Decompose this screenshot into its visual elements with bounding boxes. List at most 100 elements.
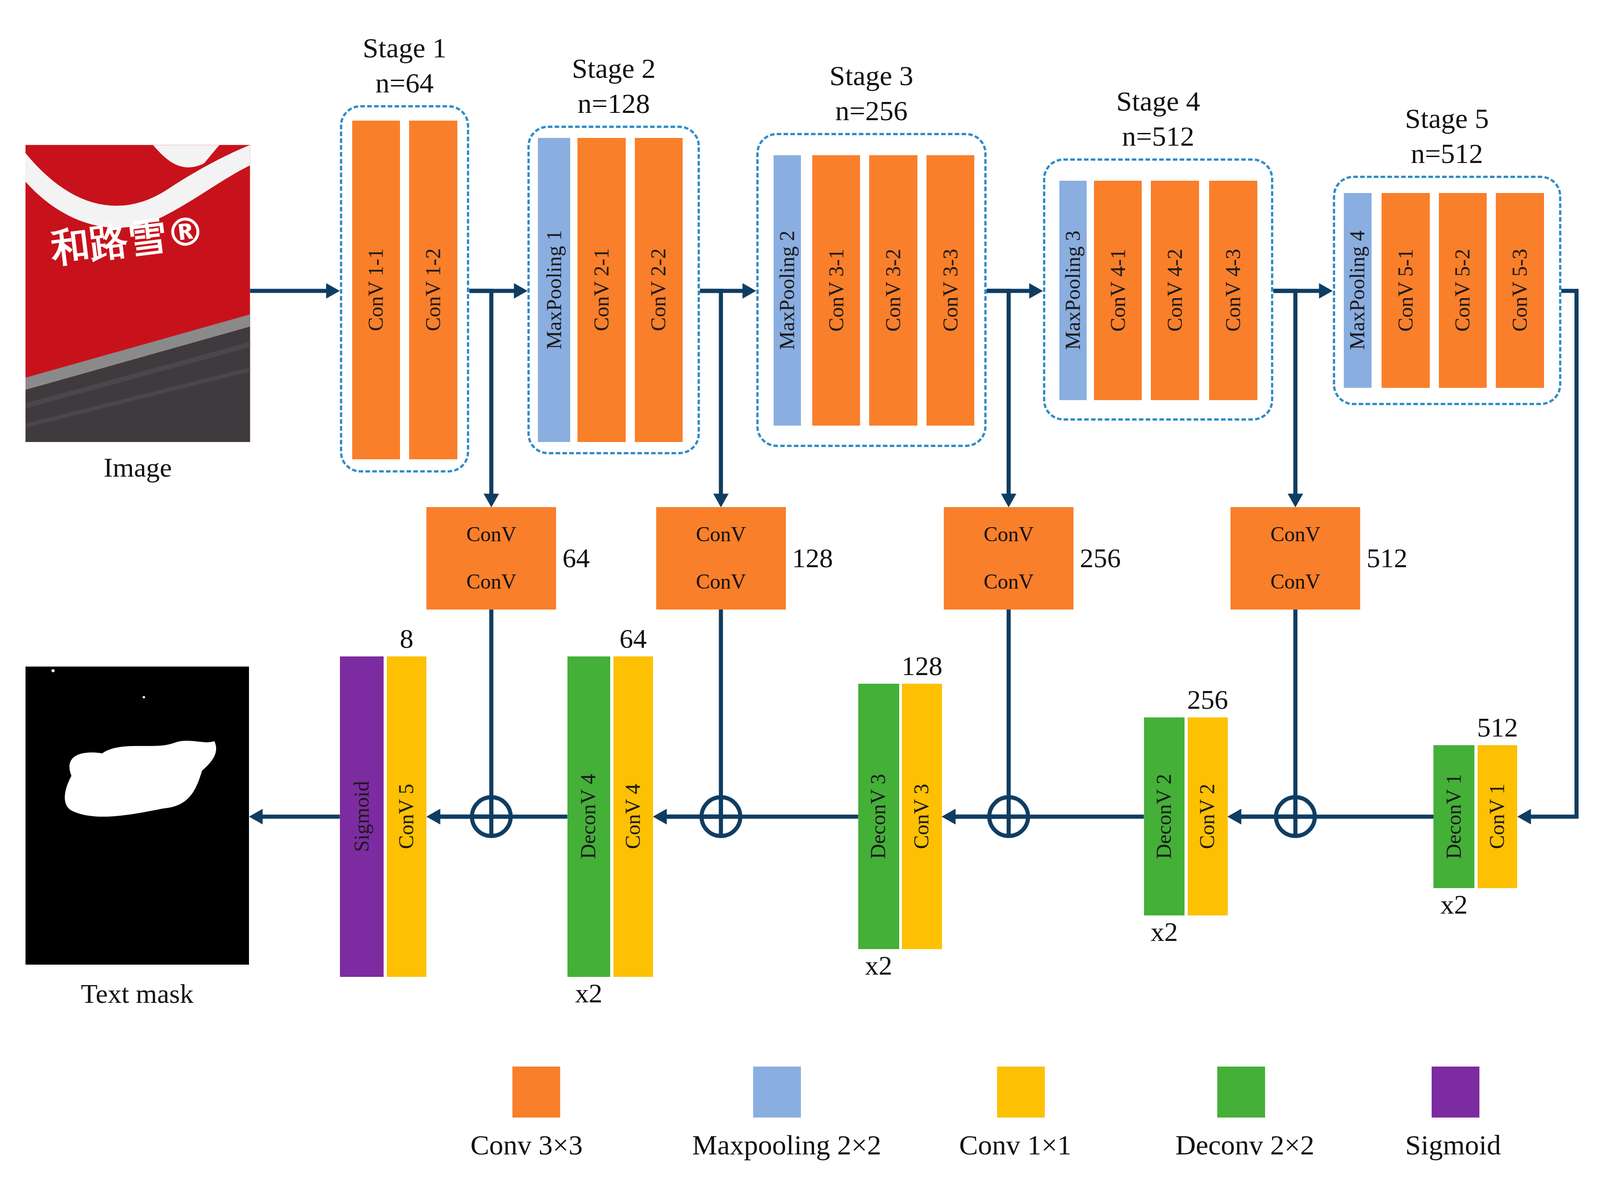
label-holder: 128 — [792, 506, 834, 609]
connector-line — [986, 290, 1009, 495]
layer-name: ConV — [466, 522, 517, 547]
stage-group: Stage 5n=512MaxPooling 4ConV 5-1ConV 5-2… — [1332, 175, 1562, 406]
layer-name: ConV 5-2 — [1450, 248, 1475, 332]
stage-heading: n=128 — [511, 86, 716, 122]
label-holder: x2 — [830, 949, 927, 982]
legend-swatch — [753, 1066, 801, 1118]
photo-lettering: 和路雪® — [48, 202, 247, 271]
sigmoid-layer: Sigmoid — [339, 656, 384, 977]
side-conv-block: ConVConV512 — [1230, 506, 1361, 609]
label-holder: x2 — [1116, 916, 1213, 948]
legend-swatch — [512, 1066, 561, 1118]
stage-heading: n=512 — [1027, 118, 1290, 155]
conv3x3-layer: ConV 1-1 — [352, 120, 400, 460]
layer-name: ConV 5-1 — [1393, 248, 1418, 332]
layer-name: DeconV 3 — [866, 773, 891, 859]
layer-name: ConV 5 — [394, 783, 419, 850]
layer-name: ConV 4 — [621, 783, 646, 850]
input-image: Image — [25, 144, 250, 442]
layer-name: ConV — [695, 569, 746, 594]
connector-line — [665, 609, 721, 817]
layer-name: DeconV 2 — [1152, 773, 1177, 859]
stage-heading: Stage 4 — [1027, 83, 1290, 120]
connector — [248, 808, 340, 825]
connector — [469, 290, 500, 507]
side-conv-block: ConVConV128 — [656, 506, 786, 609]
layer-name: ConV 3-2 — [881, 248, 906, 332]
maxpool-layer: MaxPooling 1 — [537, 137, 571, 442]
channel-count: 8 — [350, 622, 463, 655]
legend-swatch — [997, 1066, 1045, 1118]
stage-heading: Stage 1 — [324, 30, 486, 66]
upsample-factor: x2 — [540, 977, 638, 1009]
layer-name: ConV — [1270, 569, 1321, 594]
conv1x1-layer: ConV 1512 — [1477, 744, 1518, 888]
connector-line — [469, 290, 492, 495]
label-holder: 和路雪® — [48, 202, 247, 271]
legend-label: Sigmoid — [1340, 1128, 1565, 1161]
layer-name: ConV — [695, 522, 746, 547]
layer-name: ConV 4-2 — [1163, 248, 1188, 332]
layer-name: ConV 1 — [1485, 783, 1510, 850]
label-holder: 128 — [865, 650, 978, 682]
maxpool-layer: MaxPooling 2 — [773, 155, 802, 426]
layer-name: ConV 2-1 — [589, 248, 614, 332]
legend-label: Conv 1×1 — [902, 1128, 1128, 1161]
side-conv-block: ConVConV64 — [426, 506, 557, 609]
layer-name: ConV — [983, 569, 1034, 594]
label-holder: 512 — [1441, 711, 1554, 744]
stage-heading: Stage 5 — [1316, 101, 1578, 137]
layer-name: MaxPooling 4 — [1345, 230, 1370, 350]
layer-name: ConV 3-3 — [938, 248, 963, 332]
connector-line — [439, 609, 492, 817]
label-holder: Sigmoid — [1340, 1128, 1565, 1161]
layer-name: ConV — [466, 569, 517, 594]
arrowhead — [941, 808, 956, 825]
layer-name: Sigmoid — [349, 780, 374, 852]
arrowhead — [1287, 493, 1304, 507]
conv3x3-layer: ConV 5-1 — [1381, 192, 1430, 388]
arrowhead — [1001, 493, 1017, 507]
arrowhead — [1227, 808, 1242, 825]
label-holder: Stage 4n=512 — [1027, 83, 1290, 155]
text-mask-output — [25, 666, 249, 965]
connector-line — [699, 290, 721, 495]
deconv-layer: DeconV 2x2 — [1144, 717, 1185, 916]
conv3x3-layer: ConV 5-2 — [1438, 192, 1487, 388]
label-holder: Maxpooling 2×2 — [674, 1128, 899, 1161]
layer-name: MaxPooling 1 — [541, 230, 567, 350]
conv1x1-layer: ConV 464 — [613, 656, 654, 977]
conv3x3-layer: ConV 4-2 — [1150, 180, 1199, 400]
stage-group: Stage 4n=512MaxPooling 3ConV 4-1ConV 4-2… — [1043, 158, 1274, 421]
upsample-factor: x2 — [1406, 888, 1502, 921]
layer-name: ConV 1-2 — [420, 248, 446, 332]
connector — [653, 609, 721, 825]
connector — [249, 283, 340, 299]
stage-group: Stage 1n=64ConV 1-1ConV 1-2 — [339, 105, 470, 473]
arrowhead — [248, 808, 263, 825]
label-holder: Deconv 2×2 — [1132, 1128, 1357, 1161]
deconv-layer: DeconV 1x2 — [1433, 744, 1475, 888]
input-photo — [25, 144, 250, 442]
layer-name: MaxPooling 3 — [1060, 230, 1085, 350]
deconv-layer: DeconV 4x2 — [567, 656, 611, 977]
maxpool-layer: MaxPooling 4 — [1343, 192, 1372, 388]
arrowhead — [326, 283, 340, 299]
connector-line — [249, 288, 327, 294]
maxpool-layer: MaxPooling 3 — [1059, 180, 1088, 400]
label-holder: x2 — [1406, 888, 1502, 921]
connector-line — [1273, 290, 1296, 495]
conv3x3-layer: ConV 3-2 — [869, 155, 917, 426]
conv3x3-layer: ConV 5-3 — [1495, 192, 1544, 388]
arrowhead — [1319, 283, 1333, 299]
channel-count: 128 — [792, 542, 834, 574]
stage-group: Stage 2n=128MaxPooling 1ConV 2-1ConV 2-2 — [527, 125, 700, 455]
label-holder: x2 — [540, 977, 638, 1009]
arrowhead — [941, 808, 956, 825]
arrowhead — [483, 493, 500, 507]
stage-group: Stage 3n=256MaxPooling 2ConV 3-1ConV 3-2… — [756, 132, 988, 448]
channel-count: 512 — [1366, 542, 1408, 574]
channel-count: 256 — [1151, 683, 1264, 716]
label-holder: Conv 3×3 — [414, 1128, 639, 1161]
label-holder: Stage 3n=256 — [740, 58, 1003, 129]
